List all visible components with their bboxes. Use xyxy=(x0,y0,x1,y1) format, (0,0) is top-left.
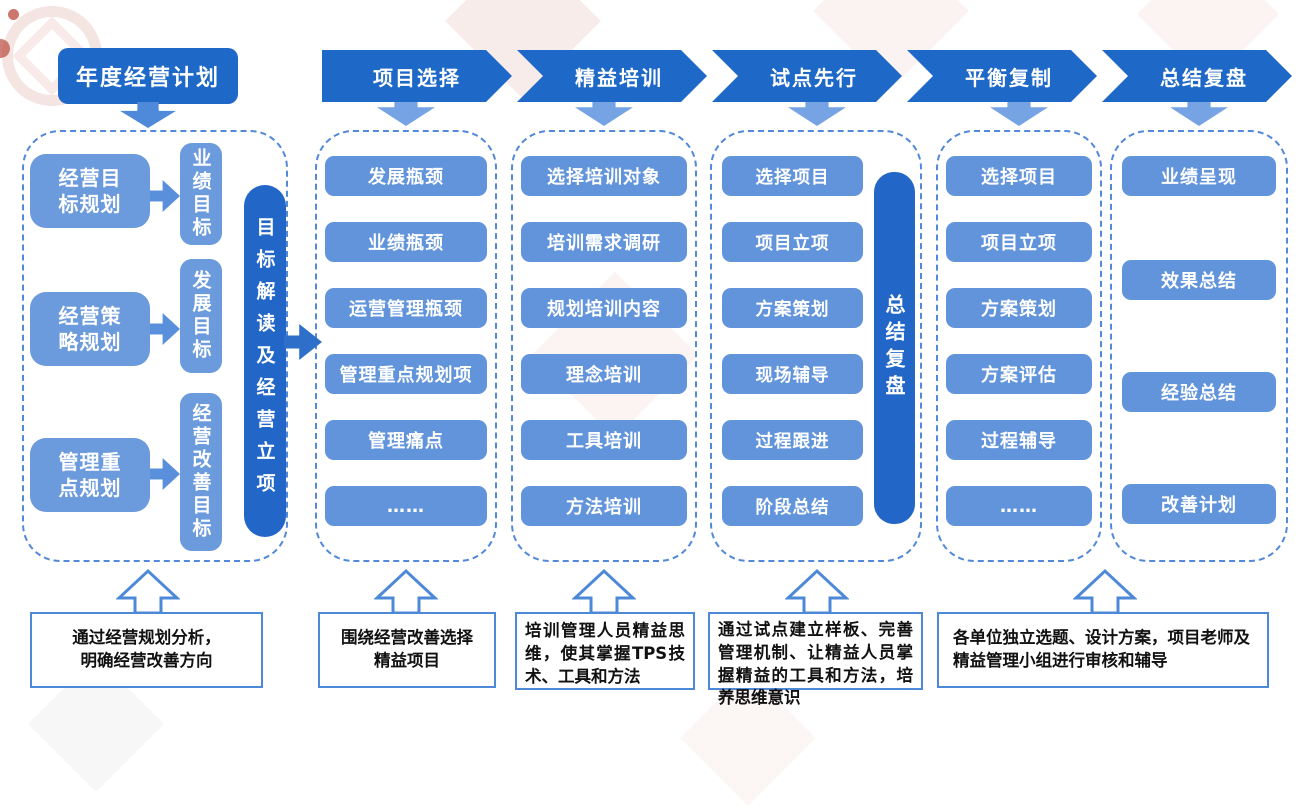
item-box: …… xyxy=(946,486,1092,526)
item-box: 经验总结 xyxy=(1122,372,1276,412)
item-box: 阶段总结 xyxy=(722,486,863,526)
goal-box: 业绩目标 xyxy=(180,143,222,245)
note-box: 通过试点建立样板、完善管理机制、让精益人员掌握精益的工具和方法，培养思维意识 xyxy=(708,612,923,707)
arrow-up-icon xyxy=(116,568,180,614)
arrow-down-icon xyxy=(990,100,1048,126)
arrow-down-icon xyxy=(120,102,176,128)
note-text: 通过经营规划分析，明确经营改善方向 xyxy=(72,628,221,670)
item-box: 业绩呈现 xyxy=(1122,156,1276,196)
chevron-balanced-replication: 平衡复制 xyxy=(907,50,1097,102)
item-box: 理念培训 xyxy=(521,354,687,394)
note-box: 培训管理人员精益思维，使其掌握TPS技术、工具和方法 xyxy=(515,612,695,690)
note-text: 各单位独立选题、设计方案，项目老师及精益管理小组进行审核和辅导 xyxy=(953,628,1250,670)
container-pilot-first: 选择项目 项目立项 方案策划 现场辅导 过程跟进 阶段总结 总结复盘 xyxy=(710,130,922,562)
arrow-up-icon xyxy=(785,568,849,614)
container-balanced-replication: 选择项目 项目立项 方案策划 方案评估 过程辅导 …… xyxy=(936,130,1102,562)
container-annual-planning: 经营目标规划 经营策略规划 管理重点规划 业绩目标 发展目标 经营改善目标 目标… xyxy=(22,130,288,562)
container-summary-review: 业绩呈现 效果总结 经验总结 改善计划 xyxy=(1110,130,1288,562)
item-box: 业绩瓶颈 xyxy=(325,222,487,262)
goal-box: 发展目标 xyxy=(180,259,222,373)
arrow-down-icon xyxy=(575,100,633,126)
arrow-down-icon xyxy=(1170,100,1228,126)
note-text: 通过试点建立样板、完善管理机制、让精益人员掌握精益的工具和方法，培养思维意识 xyxy=(718,620,913,708)
item-box: 选择项目 xyxy=(722,156,863,196)
watermark xyxy=(0,39,10,58)
chevron-pilot-first: 试点先行 xyxy=(712,50,902,102)
planning-source-label: 经营目标规划 xyxy=(58,166,122,216)
container-project-selection: 发展瓶颈 业绩瓶颈 运营管理瓶颈 管理重点规划项 管理痛点 …… xyxy=(315,130,497,562)
item-box: 运营管理瓶颈 xyxy=(325,288,487,328)
annual-plan-node: 年度经营计划 xyxy=(58,48,238,104)
item-box: 规划培训内容 xyxy=(521,288,687,328)
arrow-up-icon xyxy=(1073,568,1137,614)
planning-source-box: 经营目标规划 xyxy=(30,154,150,228)
item-box: 项目立项 xyxy=(946,222,1092,262)
item-box: 管理重点规划项 xyxy=(325,354,487,394)
item-box: 培训需求调研 xyxy=(521,222,687,262)
item-box: 选择培训对象 xyxy=(521,156,687,196)
item-box: 选择项目 xyxy=(946,156,1092,196)
planning-source-box: 经营策略规划 xyxy=(30,292,150,366)
item-box: 方法培训 xyxy=(521,486,687,526)
watermark xyxy=(8,9,19,20)
arrow-up-icon xyxy=(572,568,636,614)
note-box: 各单位独立选题、设计方案，项目老师及精益管理小组进行审核和辅导 xyxy=(937,612,1269,688)
arrow-right-icon xyxy=(150,458,180,490)
arrow-up-icon xyxy=(374,568,438,614)
planning-source-label: 管理重点规划 xyxy=(58,450,122,500)
arrow-right-icon xyxy=(150,313,180,345)
item-box: 发展瓶颈 xyxy=(325,156,487,196)
item-box: 效果总结 xyxy=(1122,260,1276,300)
chevron-lean-training: 精益培训 xyxy=(517,50,707,102)
item-box: 方案策划 xyxy=(946,288,1092,328)
note-box: 围绕经营改善选择精益项目 xyxy=(318,612,496,688)
arrow-down-icon xyxy=(377,100,435,126)
item-box: 改善计划 xyxy=(1122,484,1276,524)
item-box: 方案评估 xyxy=(946,354,1092,394)
note-box: 通过经营规划分析，明确经营改善方向 xyxy=(30,612,263,688)
planning-source-box: 管理重点规划 xyxy=(30,438,150,512)
item-box: 工具培训 xyxy=(521,420,687,460)
goal-interpretation-bar: 目标解读及经营立项 xyxy=(244,185,286,537)
container-lean-training: 选择培训对象 培训需求调研 规划培训内容 理念培训 工具培训 方法培训 xyxy=(511,130,697,562)
process-flow-diagram: 年度经营计划 项目选择 精益培训 试点先行 平衡复制 总结复盘 经营目标规划 经… xyxy=(0,0,1292,708)
note-text: 围绕经营改善选择精益项目 xyxy=(341,628,473,670)
planning-source-label: 经营策略规划 xyxy=(58,304,122,354)
arrow-right-icon xyxy=(150,180,180,212)
arrow-down-icon xyxy=(788,100,846,126)
item-box: 项目立项 xyxy=(722,222,863,262)
chevron-project-selection: 项目选择 xyxy=(322,50,512,102)
item-box: 现场辅导 xyxy=(722,354,863,394)
item-box: …… xyxy=(325,486,487,526)
chevron-summary-review: 总结复盘 xyxy=(1102,50,1292,102)
summary-review-bar: 总结复盘 xyxy=(874,172,915,524)
note-text: 培训管理人员精益思维，使其掌握TPS技术、工具和方法 xyxy=(525,621,685,686)
goal-box: 经营改善目标 xyxy=(180,393,222,551)
item-box: 过程辅导 xyxy=(946,420,1092,460)
item-box: 过程跟进 xyxy=(722,420,863,460)
item-box: 方案策划 xyxy=(722,288,863,328)
item-box: 管理痛点 xyxy=(325,420,487,460)
